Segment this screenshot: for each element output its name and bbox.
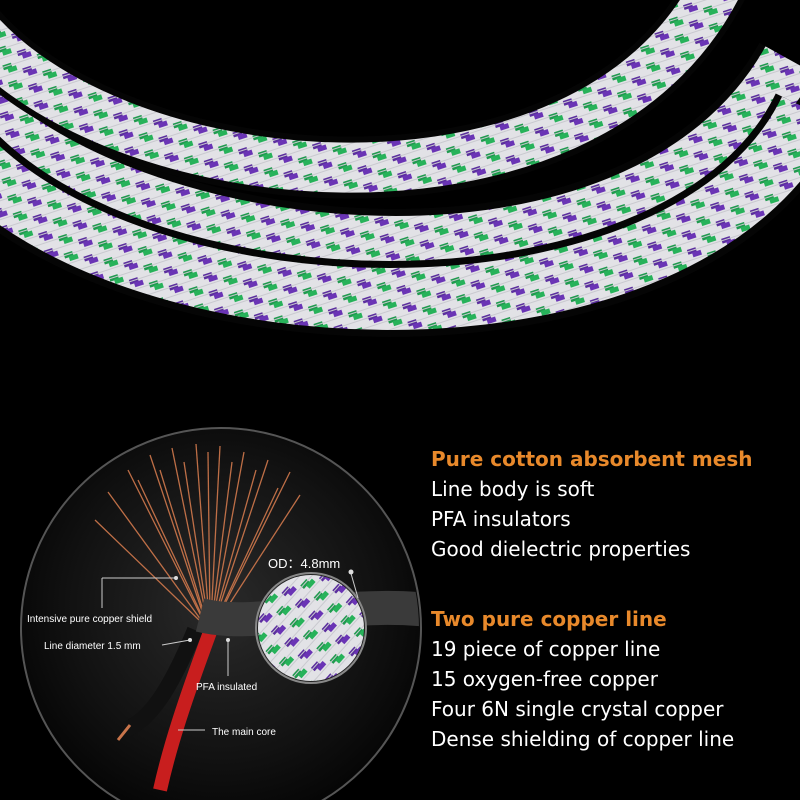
feature-line: Dense shielding of copper line [431,727,735,751]
callout-insulated: PFA insulated [196,682,257,693]
feature-line: PFA insulators [431,507,571,531]
feature-line: Line body is soft [431,477,595,501]
feature-block-copper: Two pure copper line 19 piece of copper … [431,604,734,754]
callout-shield: Intensive pure copper shield [27,614,152,625]
od-label: OD：4.8mm [268,556,340,571]
braided-cable-coil [0,0,800,337]
feature-heading: Pure cotton absorbent mesh [431,447,753,471]
callout-core: The main core [212,727,276,738]
feature-heading: Two pure copper line [431,607,667,631]
feature-line: 19 piece of copper line [431,637,661,661]
feature-block-mesh: Pure cotton absorbent mesh Line body is … [431,444,752,564]
feature-line: Good dielectric properties [431,537,691,561]
cable-cross-section-diagram: OD：4.8mm Intensive pure copper shield Li… [20,427,422,800]
feature-line: 15 oxygen-free copper [431,667,658,691]
feature-line: Four 6N single crystal copper [431,697,724,721]
callout-diameter: Line diameter 1.5 mm [44,641,141,652]
